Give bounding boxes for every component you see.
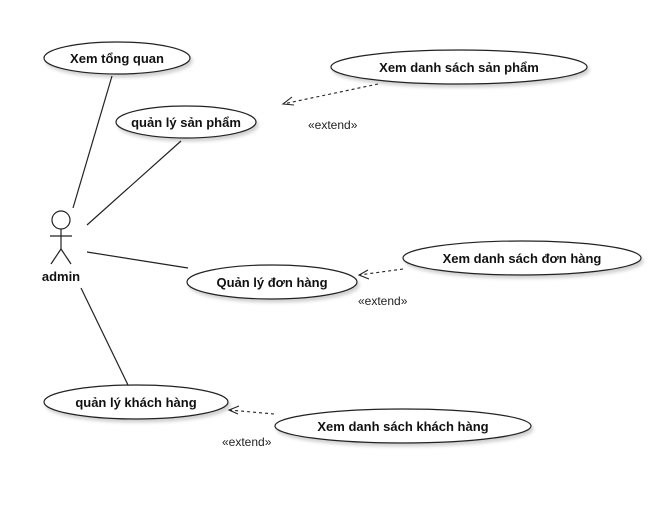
extend-arrow-customers — [228, 409, 275, 415]
use-case-label: Xem danh sách khách hàng — [317, 419, 488, 434]
use-case-label: Quản lý đơn hàng — [216, 275, 327, 290]
use-case-overview: Xem tổng quan — [43, 41, 191, 75]
extend-label-products: «extend» — [308, 118, 358, 132]
association-manage-customers — [80, 287, 129, 386]
extend-arrowhead-products — [281, 96, 295, 106]
use-case-view-customers: Xem danh sách khách hàng — [274, 408, 532, 444]
actor-left-leg — [50, 248, 62, 265]
use-case-label: Xem danh sách đơn hàng — [443, 251, 602, 266]
use-case-ellipse — [43, 384, 229, 420]
use-case-ellipse — [43, 41, 191, 75]
use-case-manage-orders: Quản lý đơn hàng — [186, 264, 358, 300]
associations — [72, 75, 189, 386]
extend-label-customers: «extend» — [222, 435, 272, 449]
association-overview — [72, 75, 113, 209]
extend-arrow-orders — [358, 268, 404, 276]
extend-relations — [227, 83, 404, 415]
use-case-ellipse — [330, 49, 588, 85]
use-case-label: quản lý khách hàng — [75, 395, 196, 410]
use-case-view-products: Xem danh sách sản phẩm — [330, 49, 588, 85]
actor-admin — [50, 210, 72, 265]
extend-arrowhead-orders — [357, 269, 370, 280]
association-manage-orders — [86, 251, 189, 269]
use-case-label: quản lý sản phẩm — [131, 115, 241, 130]
use-case-manage-customers: quản lý khách hàng — [43, 384, 229, 420]
actor-head — [51, 210, 71, 230]
use-case-ellipse — [402, 240, 642, 276]
actor-label: admin — [42, 269, 80, 284]
use-case-manage-products: quản lý sản phẩm — [115, 105, 257, 139]
extend-arrow-products — [282, 83, 379, 105]
use-case-label: Xem danh sách sản phẩm — [379, 60, 539, 75]
use-case-label: Xem tổng quan — [70, 51, 164, 66]
actor-right-leg — [60, 248, 72, 265]
extend-label-orders: «extend» — [358, 294, 408, 308]
use-case-view-orders: Xem danh sách đơn hàng — [402, 240, 642, 276]
use-case-ellipse — [115, 105, 257, 139]
association-manage-products — [86, 140, 182, 226]
use-case-ellipse — [274, 408, 532, 444]
use-case-ellipse — [186, 264, 358, 300]
extend-arrowhead-customers — [227, 405, 240, 415]
